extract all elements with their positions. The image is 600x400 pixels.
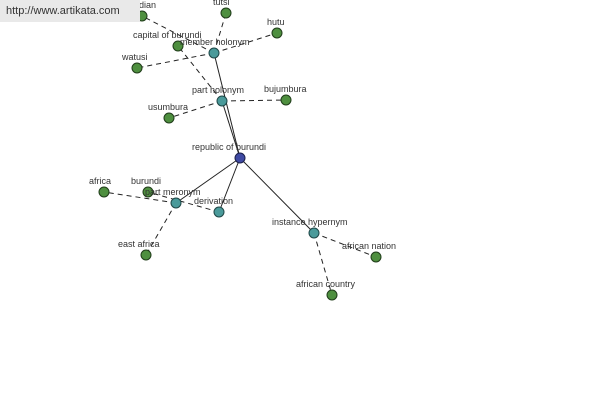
node-watusi[interactable] (131, 62, 143, 74)
edge-instance-hypernym-african-nation (313, 232, 377, 258)
edge-member-holonym-tutsi (213, 12, 227, 54)
node-capital-of-burundi[interactable] (172, 40, 184, 52)
edge-derivation-burundi (147, 191, 220, 213)
label-part-holonym: part holonym (192, 85, 244, 95)
edge-root-part-meronym (175, 157, 241, 204)
edges (103, 12, 377, 296)
edge-root-derivation (218, 157, 241, 213)
label-hutu: hutu (267, 17, 285, 27)
edge-member-holonym-watusi (136, 52, 215, 69)
edge-part-meronym-east-africa (145, 202, 177, 256)
watermark-link[interactable]: http://www.artikata.com (0, 0, 140, 22)
label-burundi: burundi (131, 176, 161, 186)
node-east-africa[interactable] (140, 249, 152, 261)
label-african-country: african country (296, 279, 356, 289)
node-usumbura[interactable] (163, 112, 175, 124)
node-tutsi[interactable] (220, 7, 232, 19)
node-african-nation[interactable] (370, 251, 382, 263)
edge-root-instance-hypernym (239, 157, 315, 234)
label-root: republic of burundi (192, 142, 266, 152)
node-part-meronym[interactable] (170, 197, 182, 209)
label-instance-hypernym: instance hypernym (272, 217, 348, 227)
edge-part-holonym-capital (177, 45, 223, 102)
label-tutsi: tutsi (213, 0, 230, 7)
labels: republic of burundi member holonym part … (89, 0, 396, 289)
label-member-holonym: member holonym (180, 37, 250, 47)
node-bujumbura[interactable] (280, 94, 292, 106)
node-burundi[interactable] (142, 186, 154, 198)
node-root[interactable] (234, 152, 246, 164)
edge-member-holonym-indian (141, 15, 215, 54)
node-part-holonym[interactable] (216, 95, 228, 107)
label-part-meronym: part meronym (145, 187, 201, 197)
label-usumbura: usumbura (148, 102, 188, 112)
edge-root-part-holonym (221, 100, 241, 159)
edge-root-member-holonym (213, 52, 241, 159)
node-member-holonym[interactable] (208, 47, 220, 59)
edge-instance-hypernym-african-country (313, 232, 333, 296)
label-derivation: derivation (194, 196, 233, 206)
edge-part-meronym-africa (103, 191, 177, 204)
nodes (98, 7, 382, 301)
label-africa: africa (89, 176, 111, 186)
node-derivation[interactable] (213, 206, 225, 218)
node-hutu[interactable] (271, 27, 283, 39)
label-bujumbura: bujumbura (264, 84, 307, 94)
label-african-nation: african nation (342, 241, 396, 251)
label-capital-of-burundi: capital of burundi (133, 30, 202, 40)
node-african-country[interactable] (326, 289, 338, 301)
node-instance-hypernym[interactable] (308, 227, 320, 239)
edge-member-holonym-hutu (213, 32, 278, 54)
label-watusi: watusi (121, 52, 148, 62)
edge-part-holonym-usumbura (168, 100, 223, 119)
node-africa[interactable] (98, 186, 110, 198)
edge-part-holonym-bujumbura (221, 99, 287, 102)
label-indian: indian (132, 0, 156, 10)
label-east-africa: east africa (118, 239, 160, 249)
